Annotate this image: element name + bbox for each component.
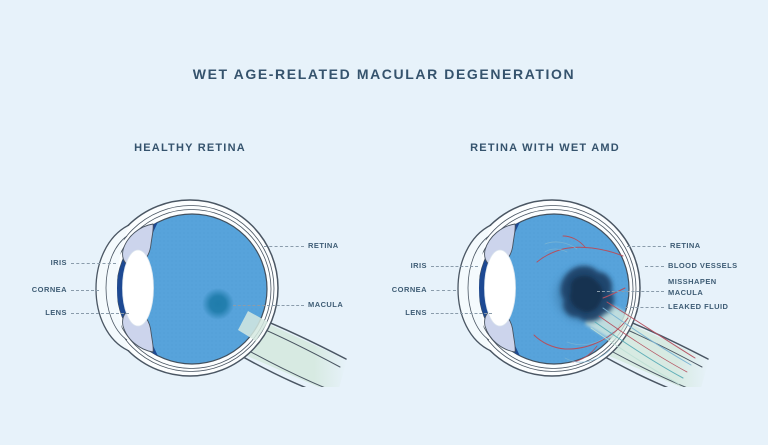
label-macula-left: MACULA [308, 300, 344, 309]
leader-iris-left [71, 263, 116, 264]
label-retina-right: RETINA [670, 241, 701, 250]
label-lens-left: LENS [45, 308, 67, 317]
optic-nerve-head [238, 311, 268, 341]
cornea-fill [458, 225, 491, 351]
leader-retina-right [627, 246, 666, 247]
label-misshapen-macula-line2: MACULA [668, 288, 704, 297]
leader-lens-right [431, 313, 492, 314]
label-iris-right: IRIS [410, 261, 427, 270]
leader-cornea-right [431, 290, 456, 291]
cornea-inner [467, 235, 490, 341]
wet-amd-heading: RETINA WITH WET AMD [470, 142, 620, 154]
cornea-outer [95, 224, 130, 352]
healthy-eye-diagram [95, 199, 347, 387]
leader-cornea-left [71, 290, 99, 291]
healthy-retina-heading: HEALTHY RETINA [134, 142, 246, 154]
leader-blood-vessels [645, 266, 664, 267]
leader-leaked-fluid [625, 307, 664, 308]
infographic-title: WET AGE-RELATED MACULAR DEGENERATION [192, 66, 576, 82]
lens [484, 249, 516, 327]
label-blood-vessels: BLOOD VESSELS [668, 261, 738, 270]
leader-lens-left [71, 313, 129, 314]
label-cornea-left: CORNEA [31, 285, 67, 294]
cornea-fill [96, 225, 129, 351]
macula [202, 288, 234, 320]
leader-retina-left [264, 246, 304, 247]
label-leaked-fluid: LEAKED FLUID [668, 302, 729, 311]
label-retina-left: RETINA [308, 241, 339, 250]
lens [122, 249, 154, 327]
leaked-fluid-streaks [590, 301, 696, 385]
label-iris-left: IRIS [50, 258, 67, 267]
misshapen-macula [555, 266, 614, 322]
blood-vessels [533, 235, 629, 363]
cornea-outer [457, 224, 492, 352]
label-cornea-right: CORNEA [391, 285, 427, 294]
label-misshapen-macula-line1: MISSHAPEN [668, 277, 717, 286]
vitreous-texture [118, 215, 266, 363]
wet-amd-eye-diagram [457, 199, 709, 387]
leader-macula-left [233, 305, 304, 306]
leader-iris-right [431, 266, 478, 267]
leader-misshapen-macula [597, 291, 664, 292]
cornea-inner [105, 235, 128, 341]
label-lens-right: LENS [405, 308, 427, 317]
